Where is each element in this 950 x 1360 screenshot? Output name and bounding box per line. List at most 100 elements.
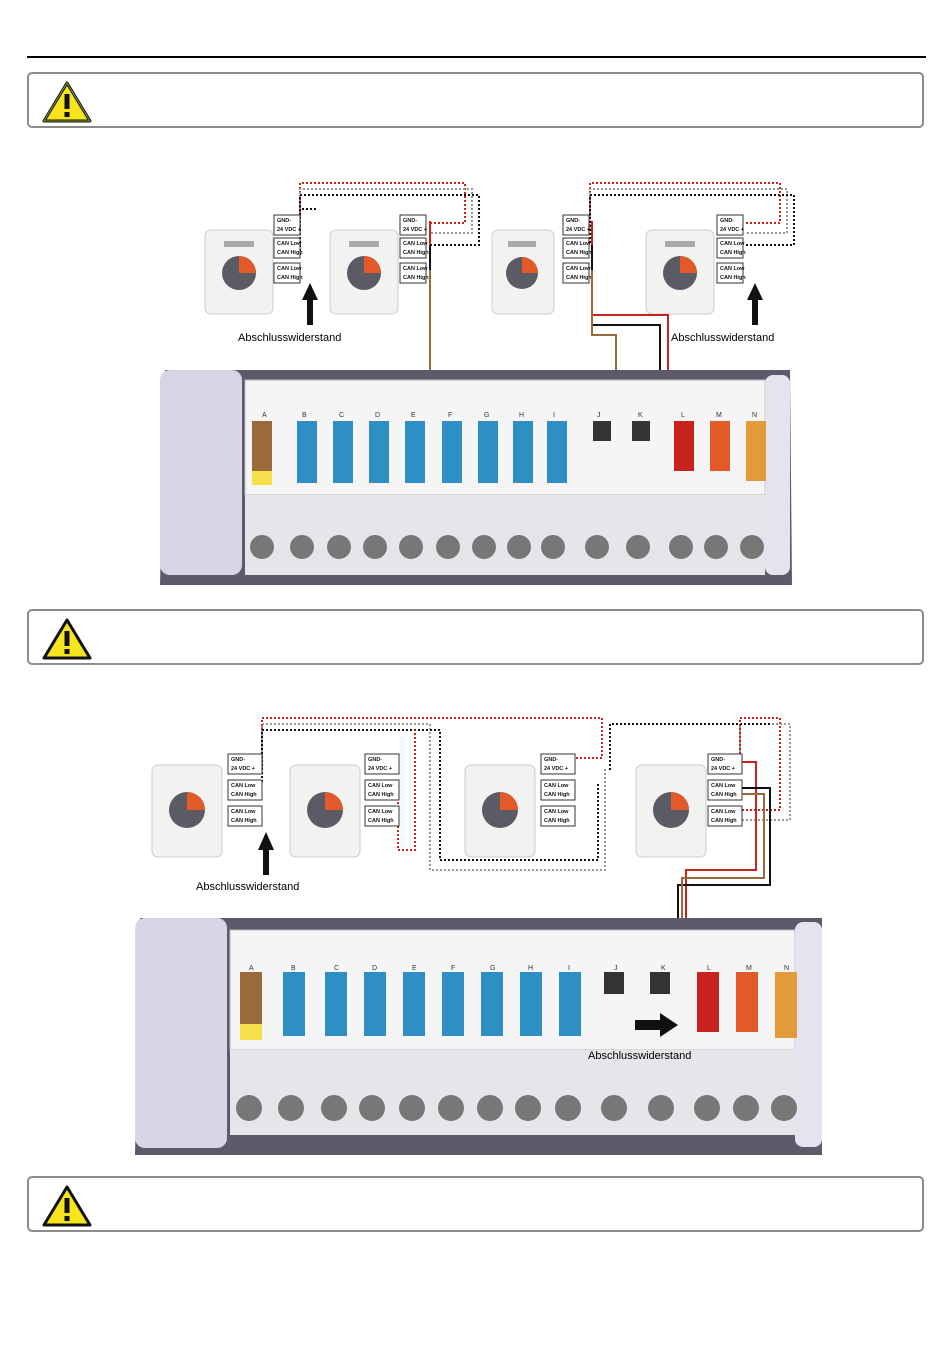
vdc-label: 24 VDC + [711, 766, 735, 772]
terminal-letter: C [339, 412, 344, 419]
termination-resistor-label: Abschlusswiderstand [671, 332, 774, 344]
can-low-label: CAN Low [277, 266, 302, 272]
terminal-letter: E [411, 412, 416, 419]
gnd-label: GND- [711, 757, 725, 763]
can-low-label: CAN Low [711, 809, 736, 815]
can-high-label: CAN High [231, 818, 257, 824]
can-high-label: CAN High [566, 250, 592, 256]
terminal-letter: H [519, 412, 524, 419]
gnd-label: GND- [277, 218, 291, 224]
can-high-label: CAN High [277, 275, 303, 281]
terminal-letter: L [707, 965, 711, 972]
terminal-letter: F [451, 965, 455, 972]
gnd-label: GND- [368, 757, 382, 763]
vdc-label: 24 VDC + [566, 227, 590, 233]
can-high-label: CAN High [720, 250, 746, 256]
terminal-letter: M [716, 412, 722, 419]
gnd-label: GND- [544, 757, 558, 763]
can-low-label: CAN Low [544, 809, 569, 815]
can-high-label: CAN High [403, 250, 429, 256]
terminal-letter: J [597, 412, 601, 419]
terminal-letter: I [568, 965, 570, 972]
gnd-label: GND- [566, 218, 580, 224]
can-high-label: CAN High [231, 792, 257, 798]
room-unit [464, 764, 536, 858]
vdc-label: 24 VDC + [277, 227, 301, 233]
terminal-letter: N [784, 965, 789, 972]
can-low-label: CAN Low [720, 266, 745, 272]
can-high-label: CAN High [711, 818, 737, 824]
can-low-label: CAN Low [368, 809, 393, 815]
terminal-letter: N [752, 412, 757, 419]
room-unit [645, 229, 715, 315]
can-high-label: CAN High [368, 818, 394, 824]
gnd-label: GND- [403, 218, 417, 224]
can-low-label: CAN Low [566, 241, 591, 247]
arrow-up-icon [747, 283, 763, 325]
can-low-label: CAN Low [544, 783, 569, 789]
terminal-letter: D [375, 412, 380, 419]
arrow-up-icon [258, 832, 274, 875]
warning-box-1 [27, 72, 924, 128]
warning-box-2 [27, 609, 924, 665]
header-rule [27, 56, 926, 58]
room-unit [635, 764, 707, 858]
can-low-label: CAN Low [403, 241, 428, 247]
wiring-diagram-2: GND- 24 VDC + CAN Low CAN High CAN Low C… [0, 710, 950, 1160]
terminal-letter: E [412, 965, 417, 972]
room-unit [329, 229, 399, 315]
room-unit [491, 229, 555, 315]
vdc-label: 24 VDC + [368, 766, 392, 772]
warning-triangle-icon [42, 1185, 92, 1227]
terminal-letter: J [614, 965, 618, 972]
terminal-letter: I [553, 412, 555, 419]
warning-triangle-icon [42, 618, 92, 660]
warning-triangle-icon [42, 81, 92, 123]
can-high-label: CAN High [544, 818, 570, 824]
terminal-letter: D [372, 965, 377, 972]
vdc-label: 24 VDC + [403, 227, 427, 233]
terminal-letter: L [681, 412, 685, 419]
wiring-diagram-1: GND- 24 VDC + CAN Low CAN High CAN Low C… [0, 175, 950, 600]
gnd-label: GND- [720, 218, 734, 224]
terminal-letter: K [638, 412, 643, 419]
can-low-label: CAN Low [231, 809, 256, 815]
vdc-label: 24 VDC + [231, 766, 255, 772]
can-low-label: CAN Low [368, 783, 393, 789]
terminal-letter: B [291, 965, 296, 972]
can-high-label: CAN High [544, 792, 570, 798]
room-unit [151, 764, 223, 858]
can-high-label: CAN High [403, 275, 429, 281]
can-low-label: CAN Low [403, 266, 428, 272]
can-high-label: CAN High [711, 792, 737, 798]
terminal-letter: M [746, 965, 752, 972]
terminal-letter: A [262, 412, 267, 419]
room-unit [204, 229, 274, 315]
terminal-letter: F [448, 412, 452, 419]
can-low-label: CAN Low [711, 783, 736, 789]
terminal-letter: H [528, 965, 533, 972]
room-unit [289, 764, 361, 858]
vdc-label: 24 VDC + [720, 227, 744, 233]
can-high-label: CAN High [720, 275, 746, 281]
terminal-letter: G [484, 412, 489, 419]
can-low-label: CAN Low [277, 241, 302, 247]
terminal-letter: K [661, 965, 666, 972]
can-high-label: CAN High [368, 792, 394, 798]
gnd-label: GND- [231, 757, 245, 763]
termination-resistor-label: Abschlusswiderstand [588, 1050, 691, 1062]
can-high-label: CAN High [566, 275, 592, 281]
terminal-letter: A [249, 965, 254, 972]
base-controller [135, 918, 822, 1155]
arrow-up-icon [302, 283, 318, 325]
warning-box-3 [27, 1176, 924, 1232]
terminal-letter: C [334, 965, 339, 972]
can-low-label: CAN Low [566, 266, 591, 272]
termination-resistor-label: Abschlusswiderstand [196, 881, 299, 893]
arrow-right-icon [635, 1013, 678, 1037]
can-low-label: CAN Low [231, 783, 256, 789]
can-high-label: CAN High [277, 250, 303, 256]
termination-resistor-label: Abschlusswiderstand [238, 332, 341, 344]
vdc-label: 24 VDC + [544, 766, 568, 772]
terminal-letter: B [302, 412, 307, 419]
